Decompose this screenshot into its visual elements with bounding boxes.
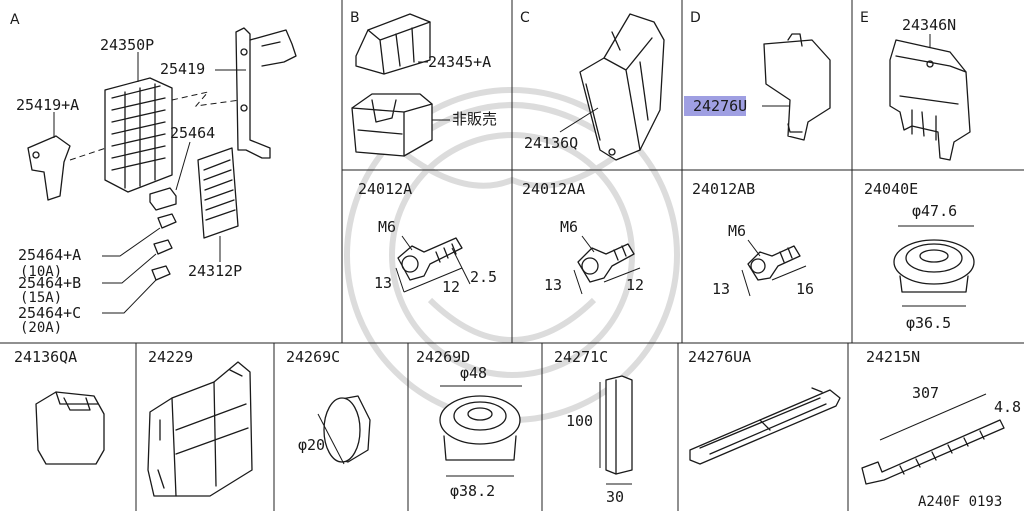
label-not-sold: 非販売 — [452, 110, 497, 128]
label-24346n: 24346N — [902, 16, 956, 34]
code-24271c: 24271C — [554, 348, 608, 366]
label-24136q: 24136Q — [524, 134, 578, 152]
bolt-24012ab[interactable] — [747, 245, 801, 281]
dim-48: φ48 — [460, 364, 487, 382]
dim-16-ab: 16 — [796, 280, 814, 298]
section-c-letter: C — [520, 10, 530, 26]
highlight-24276u — [684, 96, 746, 116]
cell-24269c: 24269C φ20 — [286, 348, 371, 465]
fuse-25464[interactable] — [149, 187, 177, 211]
section-d: D 24276U — [684, 10, 831, 141]
section-b: B 24345+A 非販売 — [350, 10, 497, 157]
code-24136qa: 24136QA — [14, 348, 77, 366]
dim-12-a: 12 — [442, 278, 460, 296]
bolt-label-24012aa: M6 — [560, 218, 578, 236]
cell-24271c: 24271C 100 30 — [554, 348, 633, 506]
code-24215n: 24215N — [866, 348, 920, 366]
module-not-sold[interactable] — [351, 93, 433, 157]
dim-382: φ38.2 — [450, 482, 495, 500]
section-b-letter: B — [350, 10, 360, 26]
dim-13-a: 13 — [374, 274, 392, 292]
label-24350p: 24350P — [100, 36, 154, 54]
footer-ref: A240F 0193 — [918, 494, 1002, 510]
cell-24215n: 24215N 307 4.8 — [861, 348, 1021, 485]
dim-13-ab: 13 — [712, 280, 730, 298]
cell-24012ab: 24012AB M6 13 16 — [692, 180, 814, 298]
dim-365: φ36.5 — [906, 314, 951, 332]
label-25419a: 25419+A — [16, 96, 79, 114]
bracket-24229[interactable] — [147, 361, 253, 497]
dim-12-aa: 12 — [626, 276, 644, 294]
section-e-letter: E — [860, 10, 869, 26]
dim-48-tie: 4.8 — [994, 398, 1021, 416]
fuse-25464a[interactable] — [157, 213, 177, 229]
bracket-25419a[interactable] — [27, 135, 71, 201]
dim-476: φ47.6 — [912, 202, 957, 220]
label-24312p: 24312P — [188, 262, 242, 280]
bracket-24136q[interactable] — [579, 13, 665, 161]
dim-20: φ20 — [298, 436, 325, 454]
label-25419: 25419 — [160, 60, 205, 78]
cell-24012aa: 24012AA M6 13 12 — [522, 180, 644, 295]
plate-24276u[interactable] — [763, 39, 831, 141]
code-24229: 24229 — [148, 348, 193, 366]
bracket-25419[interactable] — [235, 27, 271, 159]
section-a-letter: A — [10, 12, 20, 28]
code-24040e: 24040E — [864, 180, 918, 198]
cover-24312p[interactable] — [197, 147, 239, 239]
bolt-label-24012a: M6 — [378, 218, 396, 236]
dim-25-a: 2.5 — [470, 268, 497, 286]
dim-13-aa: 13 — [544, 276, 562, 294]
code-24012a: 24012A — [358, 180, 412, 198]
code-24269c: 24269C — [286, 348, 340, 366]
label-25464c: 25464+C — [18, 304, 81, 322]
strap-24276ua[interactable] — [689, 389, 841, 465]
bolt-24012a[interactable] — [397, 237, 463, 281]
label-24276u: 24276U — [693, 97, 747, 115]
cell-24012a: 24012A M6 13 12 2.5 — [358, 180, 497, 296]
cable-tie-24215n[interactable] — [861, 419, 1005, 485]
cell-24269d: 24269D φ48 φ38.2 — [416, 348, 522, 500]
cover-24345a[interactable] — [355, 13, 431, 75]
bolt-label-24012ab: M6 — [728, 222, 746, 240]
code-24276ua: 24276UA — [688, 348, 751, 366]
fuse-25464c[interactable] — [151, 265, 171, 281]
pad-24271c[interactable] — [605, 375, 633, 475]
bolt-24012aa[interactable] — [577, 243, 635, 283]
label-25464: 25464 — [170, 124, 215, 142]
code-24269d: 24269D — [416, 348, 470, 366]
dim-30: 30 — [606, 488, 624, 506]
label-25464b: 25464+B — [18, 274, 81, 292]
code-24012aa: 24012AA — [522, 180, 585, 198]
label-24345a: 24345+A — [428, 53, 491, 71]
label-25464a: 25464+A — [18, 246, 81, 264]
label-10a: (10A) — [20, 264, 62, 280]
cell-24276ua: 24276UA — [688, 348, 841, 465]
fuse-25464b[interactable] — [153, 239, 173, 255]
section-d-letter: D — [690, 10, 701, 26]
code-24012ab: 24012AB — [692, 180, 755, 198]
label-20a: (20A) — [20, 320, 62, 336]
cell-24229: 24229 — [147, 348, 253, 497]
cell-24136qa: 24136QA — [14, 348, 105, 465]
section-a: A 24350P 25419 25419+A 25464 24312P — [10, 12, 297, 336]
section-e: E 24346N — [860, 10, 971, 161]
dim-307: 307 — [912, 384, 939, 402]
dim-100: 100 — [566, 412, 593, 430]
cap-24136qa[interactable] — [35, 391, 105, 465]
section-c: C 24136Q — [520, 10, 665, 161]
cell-24040e: 24040E φ47.6 φ36.5 — [864, 180, 975, 332]
label-15a: (15A) — [20, 290, 62, 306]
